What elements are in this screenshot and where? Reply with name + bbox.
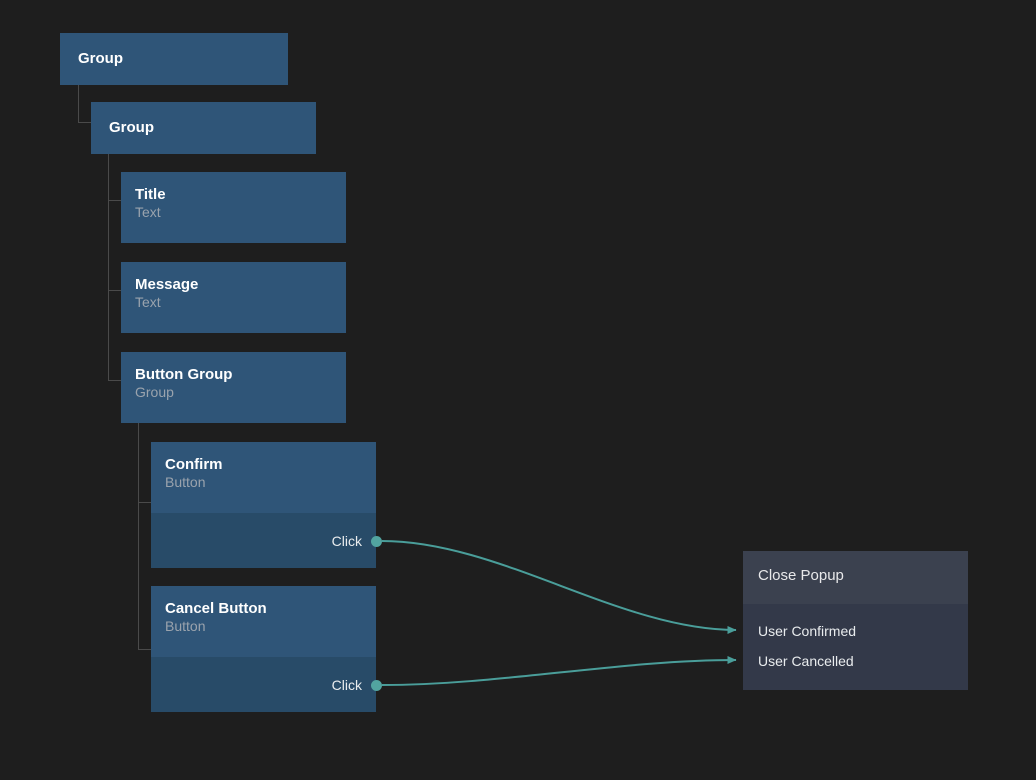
node-title: Group [78, 50, 123, 67]
node-subtitle: Text [135, 204, 161, 220]
node-subtitle: Text [135, 294, 161, 310]
node-header: Message Text [121, 262, 346, 333]
node-body [743, 604, 968, 690]
node-title: Title [135, 186, 166, 203]
port-label: User Cancelled [758, 652, 854, 669]
node-body [151, 657, 376, 712]
node-title: Message [135, 276, 199, 293]
node-title: Group [109, 119, 154, 136]
node-title-text[interactable]: Title Text [121, 172, 346, 243]
node-title: Button Group [135, 366, 233, 383]
node-subtitle: Button [165, 618, 206, 634]
port-label: Click [331, 533, 362, 549]
output-port-dot[interactable] [371, 535, 382, 547]
node-body [151, 513, 376, 568]
node-message-text[interactable]: Message Text [121, 262, 346, 333]
node-group-child[interactable]: Group [91, 102, 316, 154]
node-title: Cancel Button [165, 600, 267, 617]
port-cancel-click[interactable]: Click [151, 677, 382, 693]
tree-connector-line [108, 290, 122, 291]
edge-cancel-to-user-cancelled [381, 656, 737, 686]
tree-connector-line [108, 154, 109, 381]
port-user-cancelled[interactable]: User Cancelled [758, 652, 854, 669]
tree-connector-line [108, 200, 122, 201]
node-title: Confirm [165, 456, 223, 473]
node-close-popup[interactable]: Close Popup [743, 551, 968, 690]
node-subtitle: Group [135, 384, 174, 400]
tree-connector-line [138, 502, 152, 503]
edge-confirm-to-user-confirmed [381, 540, 737, 634]
port-confirm-click[interactable]: Click [151, 533, 382, 549]
tree-connector-line [78, 122, 92, 123]
tree-connector-line [108, 380, 122, 381]
node-header: Confirm Button [151, 442, 376, 513]
node-group-root[interactable]: Group [60, 33, 288, 85]
tree-connector-line [138, 649, 152, 650]
node-header: Button Group Group [121, 352, 346, 423]
tree-connector-line [78, 85, 79, 123]
node-subtitle: Button [165, 474, 206, 490]
node-header: Close Popup [743, 551, 968, 604]
node-cancel-button[interactable]: Cancel Button Button [151, 586, 376, 712]
tree-connector-line [138, 423, 139, 650]
node-confirm-button[interactable]: Confirm Button [151, 442, 376, 568]
node-button-group[interactable]: Button Group Group [121, 352, 346, 423]
port-label: User Confirmed [758, 622, 857, 639]
node-header: Cancel Button Button [151, 586, 376, 657]
node-header: Title Text [121, 172, 346, 243]
port-user-confirmed[interactable]: User Confirmed [758, 622, 856, 639]
node-title: Close Popup [758, 567, 844, 584]
output-port-dot[interactable] [371, 679, 382, 691]
port-label: Click [331, 677, 362, 693]
